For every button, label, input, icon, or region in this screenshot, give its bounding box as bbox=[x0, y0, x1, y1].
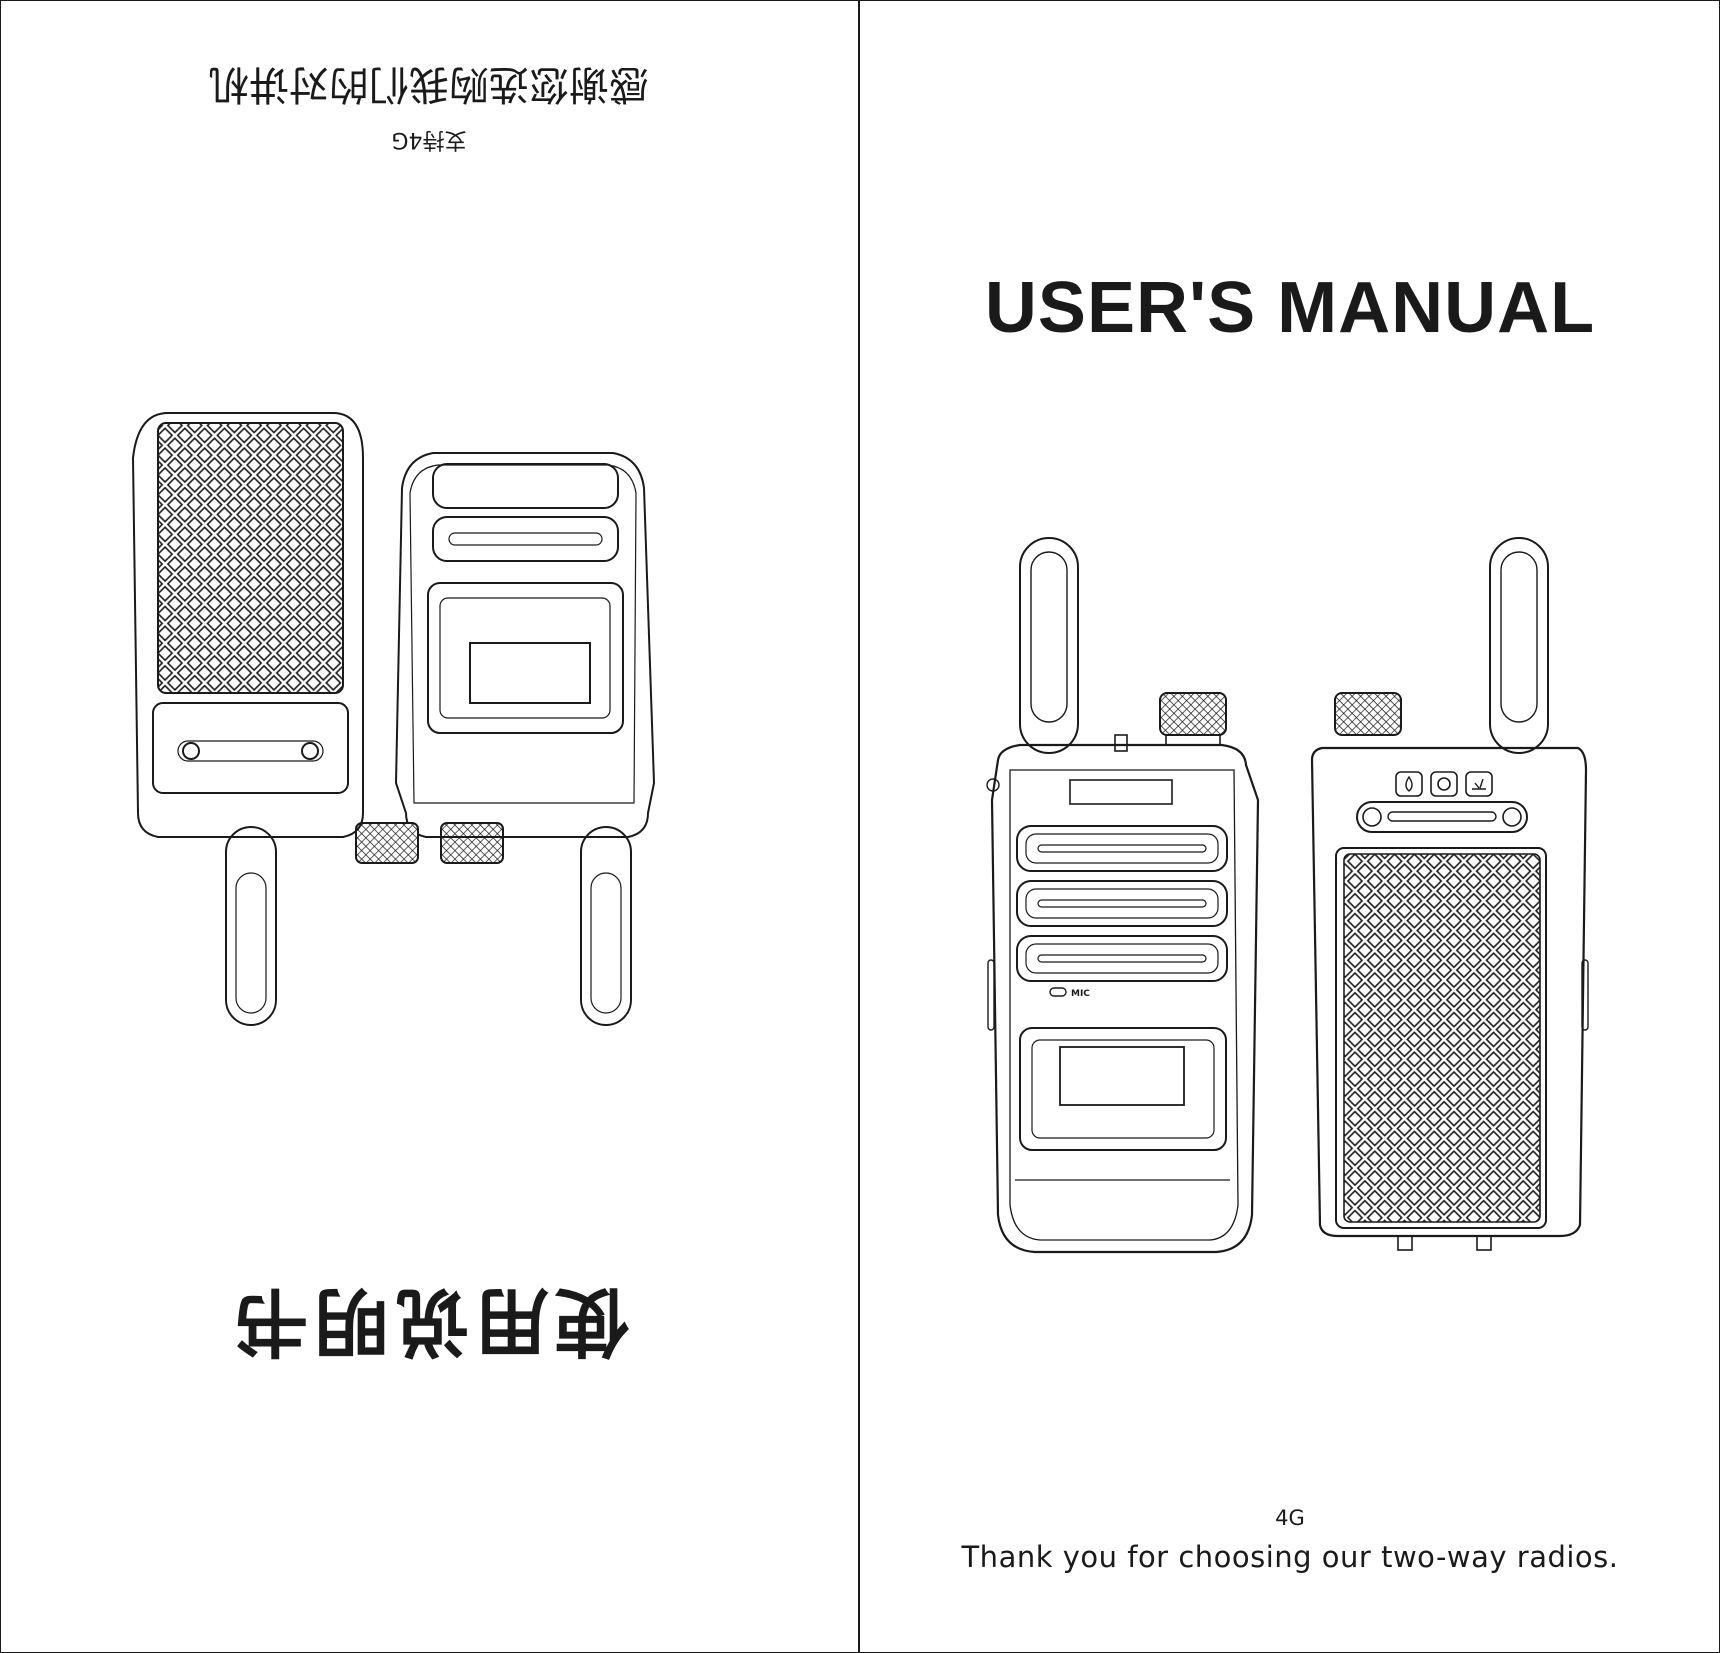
front-slot-1 bbox=[1016, 825, 1228, 872]
flipped-content: 使用说明书 支持4G 感谢您选购我们的对讲机 bbox=[0, 0, 858, 1653]
mic-label: MIC bbox=[1071, 989, 1090, 999]
front-slot-3 bbox=[1016, 935, 1228, 982]
radio-back-back-cover bbox=[131, 412, 419, 1026]
hand-icon bbox=[1472, 778, 1486, 790]
radio-back-view bbox=[1310, 537, 1589, 1251]
thanks-text: Thank you for choosing our two-way radio… bbox=[961, 1540, 1619, 1574]
radios-illustration-front: MIC bbox=[986, 537, 1589, 1254]
radio-front-view: MIC bbox=[986, 537, 1260, 1254]
back-cover-panel: 使用说明书 支持4G 感谢您选购我们的对讲机 bbox=[0, 0, 858, 1653]
front-slot-2 bbox=[1016, 880, 1228, 927]
manual-title: USER'S MANUAL bbox=[984, 268, 1596, 348]
drop-icon bbox=[1405, 775, 1413, 792]
gear-icon bbox=[1437, 777, 1451, 791]
icon-row bbox=[1395, 771, 1493, 797]
network-label: 4G bbox=[1275, 1506, 1305, 1530]
fold-line bbox=[858, 0, 860, 1653]
radio-front-back-cover bbox=[394, 452, 656, 1026]
front-cover-panel: USER'S MANUAL bbox=[860, 0, 1720, 1653]
radios-illustration-back bbox=[131, 412, 656, 1026]
